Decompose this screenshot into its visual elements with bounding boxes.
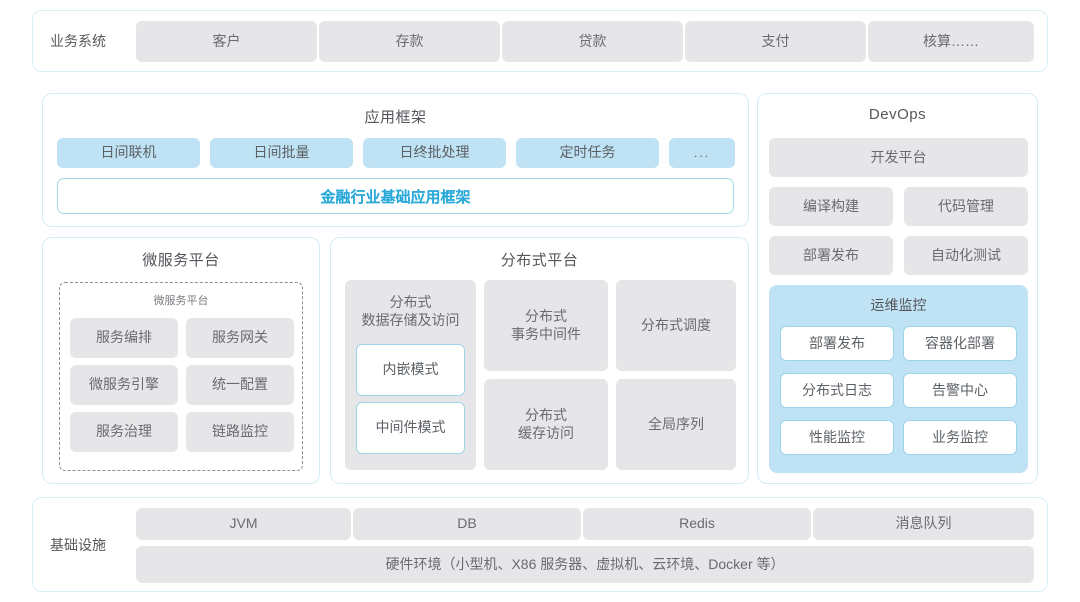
dist-cell-tx-line2: 事务中间件 bbox=[511, 325, 581, 342]
business-system-card: 业务系统 客户 存款 贷款 支付 核算…… bbox=[32, 10, 1048, 72]
app-chip-more[interactable]: ... bbox=[669, 138, 735, 168]
app-chip-scheduled-task[interactable]: 定时任务 bbox=[516, 138, 659, 168]
devops-title: DevOps bbox=[868, 106, 927, 123]
application-framework-title: 应用框架 bbox=[364, 109, 427, 126]
infra-chip-jvm[interactable]: JVM bbox=[136, 508, 351, 540]
dist-mode-middleware[interactable]: 中间件模式 bbox=[356, 402, 465, 454]
infrastructure-card: 基础设施 JVM DB Redis 消息队列 硬件环境（小型机、X86 服务器、… bbox=[32, 497, 1048, 592]
ops-chip-distributed-log[interactable]: 分布式日志 bbox=[780, 373, 894, 408]
business-system-label: 业务系统 bbox=[50, 33, 106, 49]
business-chip-deposit[interactable]: 存款 bbox=[319, 21, 500, 62]
dist-cell-tx-line1: 分布式 bbox=[525, 308, 567, 324]
business-chip-accounting[interactable]: 核算…… bbox=[868, 21, 1034, 62]
business-chip-loan[interactable]: 贷款 bbox=[502, 21, 683, 62]
business-chip-customer[interactable]: 客户 bbox=[136, 21, 317, 62]
infra-chip-redis[interactable]: Redis bbox=[583, 508, 811, 540]
dist-cell-transaction-middleware[interactable]: 分布式 事务中间件 bbox=[484, 280, 608, 371]
ops-monitoring-box: 运维监控 部署发布 容器化部署 分布式日志 告警中心 性能监控 业务监控 bbox=[769, 285, 1028, 473]
dist-cell-cache-line2: 缓存访问 bbox=[518, 424, 574, 441]
micro-chip-service-governance[interactable]: 服务治理 bbox=[70, 412, 178, 452]
infra-chip-message-queue[interactable]: 消息队列 bbox=[813, 508, 1034, 540]
ops-chip-alert-center[interactable]: 告警中心 bbox=[903, 373, 1017, 408]
micro-chip-microservice-engine[interactable]: 微服务引擎 bbox=[70, 365, 178, 405]
finance-base-framework-label: 金融行业基础应用框架 bbox=[320, 188, 471, 206]
app-chip-daytime-online[interactable]: 日间联机 bbox=[57, 138, 200, 168]
distributed-platform-panel: 分布式平台 分布式 数据存储及访问 内嵌模式 中间件模式 分布式 事务中间件 分… bbox=[330, 237, 749, 484]
ops-chip-containerized-deploy[interactable]: 容器化部署 bbox=[903, 326, 1017, 361]
dist-storage-label: 分布式 数据存储及访问 bbox=[345, 294, 476, 329]
ops-chip-business-monitoring[interactable]: 业务监控 bbox=[903, 420, 1017, 455]
devops-chip-code-management[interactable]: 代码管理 bbox=[904, 187, 1028, 226]
microservice-inner-title: 微服务平台 bbox=[153, 295, 209, 307]
application-framework-panel: 应用框架 日间联机 日间批量 日终批处理 定时任务 ... 金融行业基础应用框架 bbox=[42, 93, 749, 227]
infra-chip-hardware-environment[interactable]: 硬件环境（小型机、X86 服务器、虚拟机、云环境、Docker 等） bbox=[136, 546, 1034, 583]
dist-cell-cache-access[interactable]: 分布式 缓存访问 bbox=[484, 379, 608, 470]
app-chip-daytime-batch[interactable]: 日间批量 bbox=[210, 138, 353, 168]
app-chip-eod-batch[interactable]: 日终批处理 bbox=[363, 138, 506, 168]
distributed-platform-title: 分布式平台 bbox=[500, 252, 579, 269]
business-chip-payment[interactable]: 支付 bbox=[685, 21, 866, 62]
dist-storage-label-line1: 分布式 bbox=[389, 294, 432, 310]
infrastructure-label: 基础设施 bbox=[50, 536, 106, 553]
dist-mode-embedded[interactable]: 内嵌模式 bbox=[356, 344, 465, 396]
dist-storage-label-line2: 数据存储及访问 bbox=[361, 311, 460, 328]
ops-chip-deploy-release[interactable]: 部署发布 bbox=[780, 326, 894, 361]
micro-chip-link-monitoring[interactable]: 链路监控 bbox=[186, 412, 294, 452]
dist-cell-scheduling[interactable]: 分布式调度 bbox=[616, 280, 736, 371]
dist-cell-global-sequence[interactable]: 全局序列 bbox=[616, 379, 736, 470]
devops-chip-dev-platform[interactable]: 开发平台 bbox=[769, 138, 1028, 177]
microservice-platform-title: 微服务平台 bbox=[142, 252, 220, 269]
ops-monitoring-title: 运维监控 bbox=[870, 297, 927, 313]
dist-cell-cache-line1: 分布式 bbox=[525, 407, 567, 423]
dist-storage-card[interactable]: 分布式 数据存储及访问 内嵌模式 中间件模式 bbox=[345, 280, 476, 470]
devops-chip-automated-testing[interactable]: 自动化测试 bbox=[904, 236, 1028, 275]
finance-base-framework-bar[interactable]: 金融行业基础应用框架 bbox=[57, 178, 734, 214]
devops-panel: DevOps 开发平台 编译构建 代码管理 部署发布 自动化测试 运维监控 部署… bbox=[757, 93, 1038, 484]
microservice-inner-dashed-box: 微服务平台 服务编排 服务网关 微服务引擎 统一配置 服务治理 链路监控 bbox=[59, 282, 303, 471]
devops-chip-deploy-release[interactable]: 部署发布 bbox=[769, 236, 893, 275]
infra-chip-db[interactable]: DB bbox=[353, 508, 581, 540]
micro-chip-unified-config[interactable]: 统一配置 bbox=[186, 365, 294, 405]
micro-chip-service-gateway[interactable]: 服务网关 bbox=[186, 318, 294, 358]
ops-chip-performance-monitoring[interactable]: 性能监控 bbox=[780, 420, 894, 455]
microservice-platform-panel: 微服务平台 微服务平台 服务编排 服务网关 微服务引擎 统一配置 服务治理 链路… bbox=[42, 237, 320, 484]
devops-chip-compile-build[interactable]: 编译构建 bbox=[769, 187, 893, 226]
micro-chip-service-orchestration[interactable]: 服务编排 bbox=[70, 318, 178, 358]
